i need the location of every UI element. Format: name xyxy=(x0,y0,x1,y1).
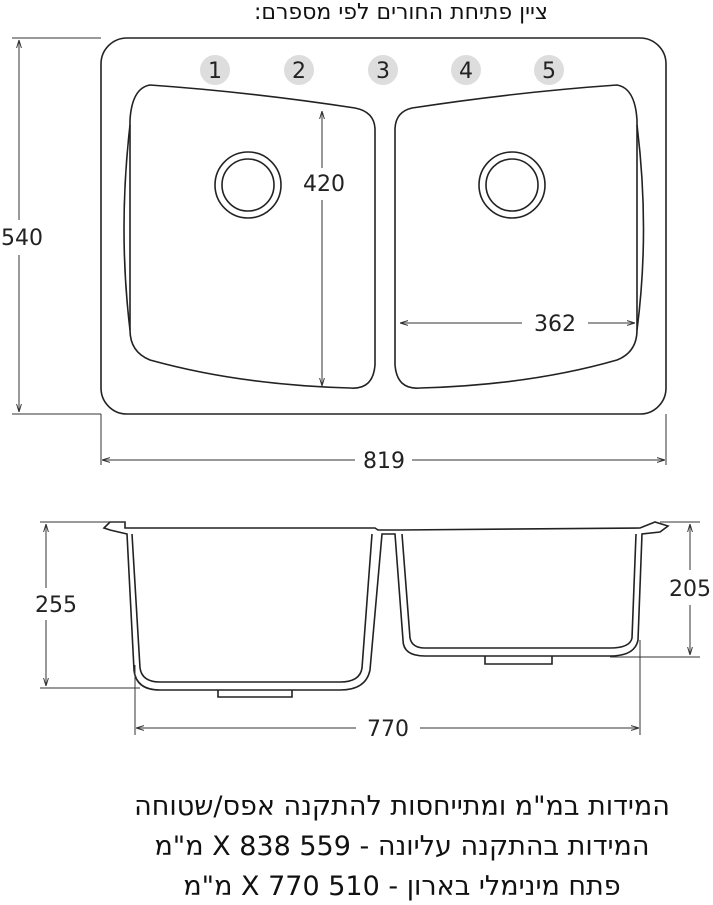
right-bowl xyxy=(394,84,638,389)
left-drain-inner xyxy=(221,158,275,212)
sink-outline xyxy=(100,37,667,415)
left-drain xyxy=(214,151,282,219)
side-profile-inner xyxy=(131,533,637,683)
dim-height: 540 xyxy=(1,226,43,251)
hole-marker[interactable] xyxy=(284,55,314,85)
right-drain xyxy=(478,151,546,219)
dim-bottom-width: 770 xyxy=(367,717,409,742)
hole-label: 5 xyxy=(542,59,556,84)
hole-marker[interactable] xyxy=(451,55,481,85)
dim-bowl-width: 362 xyxy=(534,312,576,337)
top-view: 1 2 3 4 5 540 420 362 819 xyxy=(1,37,667,474)
right-drain-inner xyxy=(485,158,539,212)
side-profile-outer xyxy=(102,521,670,691)
note-line: המידות בהתקנה עליונה - 559 X 838 מ"מ xyxy=(154,831,649,862)
left-bowl xyxy=(129,84,376,389)
hole-label: 4 xyxy=(459,59,473,84)
bowl-side-walls xyxy=(123,124,645,331)
note-line: המידות במ"מ ומתייחסות להתקנה אפס/שטוחה xyxy=(134,791,670,822)
dim-left-depth: 255 xyxy=(35,593,77,618)
hole-label: 2 xyxy=(292,59,306,84)
dim-total-width: 819 xyxy=(363,449,405,474)
header-instruction: ציין פתיחת החורים לפי מספרם: xyxy=(254,0,548,25)
hole-markers: 1 2 3 4 5 xyxy=(200,55,564,85)
dim-bowl-depth: 420 xyxy=(303,172,345,197)
dim-right-depth: 205 xyxy=(669,577,711,602)
hole-label: 1 xyxy=(208,59,222,84)
notes: המידות במ"מ ומתייחסות להתקנה אפס/שטוחה ה… xyxy=(134,791,670,902)
hole-marker[interactable] xyxy=(534,55,564,85)
hole-marker[interactable] xyxy=(200,55,230,85)
note-line: פתח מינימלי בארון - 510 X 770 מ"מ xyxy=(183,871,620,902)
hole-marker[interactable] xyxy=(368,55,398,85)
hole-label: 3 xyxy=(376,59,390,84)
side-view: 255 205 770 xyxy=(35,521,711,742)
drain-outlets xyxy=(217,656,553,698)
